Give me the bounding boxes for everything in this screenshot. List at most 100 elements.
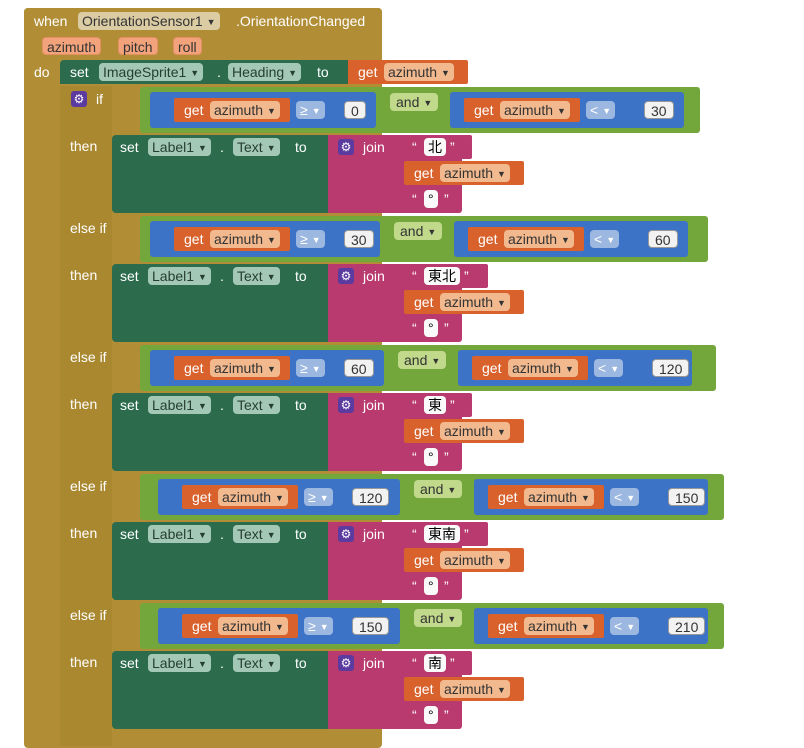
chevron-down-icon: ▼ xyxy=(319,493,329,504)
chevron-down-icon: ▼ xyxy=(626,622,636,633)
low-number-field[interactable]: 120 xyxy=(352,488,390,506)
set-label: set xyxy=(120,268,139,284)
lt-operator-dropdown[interactable]: <▼ xyxy=(610,488,640,506)
ge-operator-dropdown[interactable]: ≥▼ xyxy=(304,488,333,506)
var-dropdown[interactable]: azimuth▼ xyxy=(504,230,574,248)
param-pitch[interactable]: pitch xyxy=(118,37,158,55)
high-number-field[interactable]: 150 xyxy=(668,488,706,506)
var-dropdown[interactable]: azimuth▼ xyxy=(210,230,280,248)
gear-icon[interactable]: ⚙ xyxy=(338,139,354,155)
var-dropdown[interactable]: azimuth▼ xyxy=(440,551,510,569)
text-property-dropdown[interactable]: Text▼ xyxy=(233,525,280,543)
degree-string[interactable]: ° xyxy=(424,577,438,595)
gear-icon[interactable]: ⚙ xyxy=(338,397,354,413)
var-dropdown[interactable]: azimuth▼ xyxy=(508,359,578,377)
var-dropdown[interactable]: azimuth▼ xyxy=(524,617,594,635)
chevron-down-icon: ▼ xyxy=(275,493,284,504)
label-component-dropdown[interactable]: Label1▼ xyxy=(148,138,211,156)
low-number-field[interactable]: 0 xyxy=(344,101,366,119)
high-number-field[interactable]: 30 xyxy=(644,101,674,119)
var-dropdown[interactable]: azimuth▼ xyxy=(210,101,280,119)
var-dropdown[interactable]: azimuth▼ xyxy=(218,617,288,635)
label-component-dropdown[interactable]: Label1▼ xyxy=(148,267,211,285)
label-component-dropdown[interactable]: Label1▼ xyxy=(148,654,211,672)
var-dropdown[interactable]: azimuth▼ xyxy=(218,488,288,506)
close-quote: ” xyxy=(444,578,449,594)
var-dropdown[interactable]: azimuth▼ xyxy=(384,63,454,81)
property-dropdown[interactable]: Heading▼ xyxy=(228,63,302,81)
and-dropdown[interactable]: and▼ xyxy=(390,93,439,111)
get-label: get xyxy=(358,64,378,80)
and-dropdown[interactable]: and▼ xyxy=(414,609,463,627)
chevron-down-icon: ▼ xyxy=(198,659,207,670)
and-dropdown[interactable]: and▼ xyxy=(398,351,447,369)
text-property-dropdown[interactable]: Text▼ xyxy=(233,267,280,285)
lt-operator-dropdown[interactable]: <▼ xyxy=(610,617,640,635)
low-number-field[interactable]: 30 xyxy=(344,230,374,248)
open-quote: “ xyxy=(412,397,417,413)
open-quote: “ xyxy=(412,578,417,594)
direction-string[interactable]: 東北 xyxy=(424,267,460,285)
component-dropdown[interactable]: OrientationSensor1▼ xyxy=(78,12,220,30)
get-label: get xyxy=(414,681,434,697)
var-dropdown[interactable]: azimuth▼ xyxy=(440,680,510,698)
high-number-field[interactable]: 120 xyxy=(652,359,690,377)
var-dropdown[interactable]: azimuth▼ xyxy=(524,488,594,506)
var-dropdown[interactable]: azimuth▼ xyxy=(500,101,570,119)
and-dropdown[interactable]: and▼ xyxy=(414,480,463,498)
get-label: get xyxy=(184,102,204,118)
direction-string[interactable]: 南 xyxy=(424,654,446,672)
close-quote: ” xyxy=(464,268,469,284)
label-component-dropdown[interactable]: Label1▼ xyxy=(148,396,211,414)
chevron-down-icon: ▼ xyxy=(198,272,207,283)
ge-operator-dropdown[interactable]: ≥▼ xyxy=(296,359,325,377)
dot-label: . xyxy=(220,139,224,155)
gear-icon[interactable]: ⚙ xyxy=(338,655,354,671)
sprite-dropdown[interactable]: ImageSprite1▼ xyxy=(99,63,204,81)
direction-string[interactable]: 東南 xyxy=(424,525,460,543)
chevron-down-icon: ▼ xyxy=(319,622,329,633)
degree-string[interactable]: ° xyxy=(424,448,438,466)
join-label: join xyxy=(363,526,385,542)
ge-operator-dropdown[interactable]: ≥▼ xyxy=(296,101,325,119)
join-label: join xyxy=(363,268,385,284)
dot-label: . xyxy=(220,397,224,413)
gear-icon[interactable]: ⚙ xyxy=(71,91,87,107)
gear-icon[interactable]: ⚙ xyxy=(338,268,354,284)
chevron-down-icon: ▼ xyxy=(447,614,457,625)
degree-string[interactable]: ° xyxy=(424,190,438,208)
param-roll[interactable]: roll xyxy=(173,37,202,55)
low-number-field[interactable]: 150 xyxy=(352,617,390,635)
lt-operator-dropdown[interactable]: <▼ xyxy=(586,101,616,119)
var-dropdown[interactable]: azimuth▼ xyxy=(440,422,510,440)
then-label: then xyxy=(70,525,98,541)
text-property-dropdown[interactable]: Text▼ xyxy=(233,138,280,156)
text-property-dropdown[interactable]: Text▼ xyxy=(233,396,280,414)
var-dropdown[interactable]: azimuth▼ xyxy=(440,293,510,311)
degree-string[interactable]: ° xyxy=(424,706,438,724)
label-component-dropdown[interactable]: Label1▼ xyxy=(148,525,211,543)
then-label: then xyxy=(70,396,98,412)
high-number-field[interactable]: 210 xyxy=(668,617,706,635)
lt-operator-dropdown[interactable]: <▼ xyxy=(594,359,624,377)
text-property-dropdown[interactable]: Text▼ xyxy=(233,654,280,672)
var-dropdown[interactable]: azimuth▼ xyxy=(440,164,510,182)
low-number-field[interactable]: 60 xyxy=(344,359,374,377)
gear-icon[interactable]: ⚙ xyxy=(338,526,354,542)
ge-operator-dropdown[interactable]: ≥▼ xyxy=(296,230,325,248)
param-azimuth[interactable]: azimuth xyxy=(42,37,102,55)
chevron-down-icon: ▼ xyxy=(423,98,433,109)
direction-string[interactable]: 東 xyxy=(424,396,446,414)
chevron-down-icon: ▼ xyxy=(602,106,612,117)
chevron-down-icon: ▼ xyxy=(267,235,276,246)
high-number-field[interactable]: 60 xyxy=(648,230,678,248)
ge-operator-dropdown[interactable]: ≥▼ xyxy=(304,617,333,635)
open-quote: “ xyxy=(412,268,417,284)
lt-operator-dropdown[interactable]: <▼ xyxy=(590,230,620,248)
and-dropdown[interactable]: and▼ xyxy=(394,222,443,240)
direction-string[interactable]: 北 xyxy=(424,138,446,156)
chevron-down-icon: ▼ xyxy=(610,364,620,375)
degree-string[interactable]: ° xyxy=(424,319,438,337)
var-dropdown[interactable]: azimuth▼ xyxy=(210,359,280,377)
open-quote: “ xyxy=(412,526,417,542)
